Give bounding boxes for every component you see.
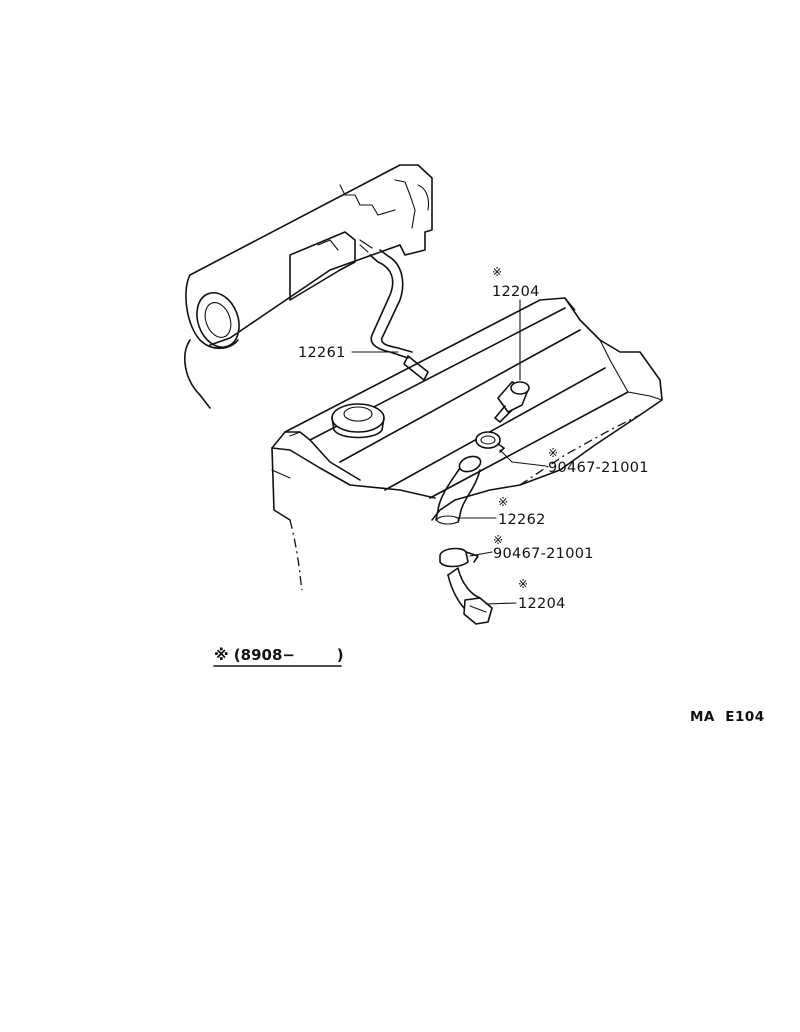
asterisk-mark: ※ bbox=[548, 446, 558, 460]
label-90467-21001-lower: ※ 90467-21001 bbox=[469, 533, 594, 562]
applicability-note: ※ (8908− ) bbox=[213, 646, 344, 667]
leader-line bbox=[469, 551, 493, 557]
asterisk-mark: ※ bbox=[493, 533, 503, 547]
intake-pipe-drawing bbox=[184, 164, 433, 409]
clamp-lower-drawing bbox=[439, 547, 479, 568]
oil-filler-cap-drawing bbox=[331, 403, 385, 439]
hose-12262-drawing bbox=[435, 455, 482, 525]
part-12204-upper-drawing bbox=[494, 381, 530, 423]
clamp-upper-drawing bbox=[475, 431, 505, 453]
label-12204-lower: ※ 12204 bbox=[485, 577, 566, 612]
part-number: 12204 bbox=[518, 596, 566, 612]
part-number: 90467-21001 bbox=[493, 546, 594, 562]
leader-line bbox=[499, 449, 547, 467]
asterisk-mark: ※ bbox=[518, 577, 528, 591]
label-90467-21001-upper: ※ 90467-21001 bbox=[499, 446, 649, 476]
part-12204-lower-drawing bbox=[447, 567, 493, 625]
asterisk-mark: ※ bbox=[498, 495, 508, 509]
part-number: 90467-21001 bbox=[548, 460, 649, 476]
figure-code: MA E104 bbox=[690, 709, 765, 725]
note-text: ※ (8908− ) bbox=[214, 646, 344, 664]
label-12204-upper: ※ 12204 bbox=[492, 265, 540, 381]
asterisk-mark: ※ bbox=[492, 265, 502, 279]
part-number: 12262 bbox=[498, 512, 546, 528]
cylinder-head-cover-drawing bbox=[271, 297, 663, 591]
part-number: 12261 bbox=[298, 345, 346, 361]
leader-line bbox=[485, 602, 517, 605]
label-12262: ※ 12262 bbox=[457, 495, 546, 528]
hose-12261-drawing bbox=[359, 244, 429, 381]
part-number: 12204 bbox=[492, 284, 540, 300]
label-12261: 12261 bbox=[298, 345, 399, 361]
